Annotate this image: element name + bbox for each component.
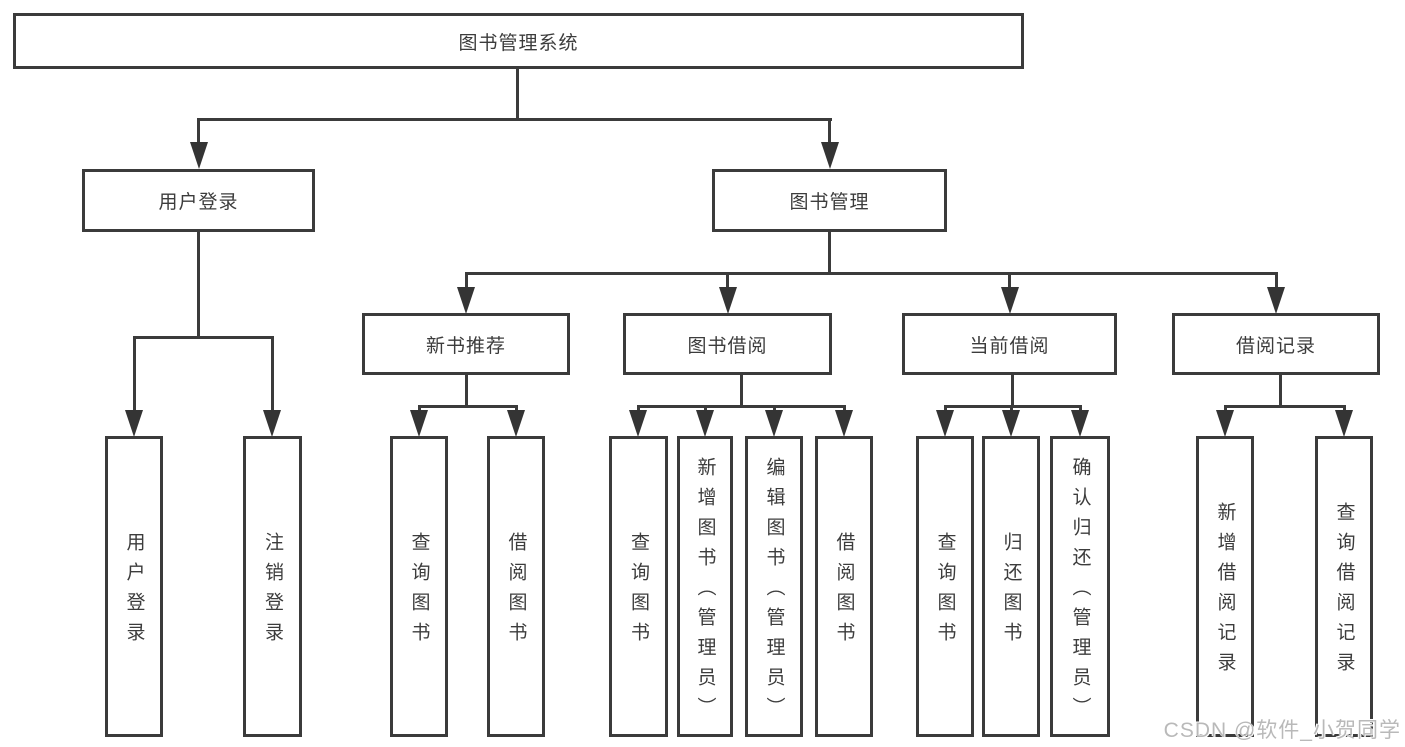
leaf-logout-label: 注销登录	[262, 532, 283, 652]
node-current-borrow-label: 当前借阅	[969, 335, 1050, 357]
connector-new-book-recommend-rail	[418, 405, 517, 408]
connector-borrow-records-rail	[1224, 405, 1346, 408]
arrowhead-leaf-11	[1071, 410, 1089, 437]
leaf-borrow-books-2-label: 借阅图书	[833, 532, 855, 652]
leaf-add-borrow-record: 新增借阅记录	[1196, 436, 1254, 737]
node-user-login: 用户登录	[82, 169, 315, 232]
leaf-borrow-books-1: 借阅图书	[487, 436, 545, 737]
leaf-confirm-return-admin: 确认归还（管理员）	[1050, 436, 1110, 737]
arrowhead-leaf-7	[765, 410, 783, 437]
leaf-borrow-books-2: 借阅图书	[815, 436, 873, 737]
connector-borrow-records-stem	[1279, 375, 1282, 407]
connector-book-borrow-rail	[637, 405, 846, 408]
connector-to-current-borrow	[1008, 272, 1011, 288]
connector-to-book-management	[828, 118, 831, 144]
leaf-return-books-label: 归还图书	[1000, 532, 1022, 652]
connector-to-new-book-recommend	[465, 272, 468, 288]
arrowhead-borrow-records	[1267, 287, 1285, 314]
arrowhead-leaf-user-login	[125, 410, 143, 437]
connector-to-user-login	[197, 118, 200, 144]
arrowhead-new-book-recommend	[457, 287, 475, 314]
connector-book-management-stem	[828, 232, 831, 275]
arrowhead-leaf-5	[629, 410, 647, 437]
connector-to-leaf-4	[515, 405, 518, 412]
connector-to-leaf-6	[704, 405, 707, 412]
arrowhead-current-borrow	[1001, 287, 1019, 314]
leaf-query-books-3: 查询图书	[916, 436, 974, 737]
leaf-add-borrow-record-label: 新增借阅记录	[1214, 502, 1236, 682]
leaf-edit-books-admin-label: 编辑图书（管理员）	[763, 457, 785, 727]
arrowhead-leaf-3	[410, 410, 428, 437]
node-borrow-records: 借阅记录	[1172, 313, 1380, 375]
leaf-add-books-admin: 新增图书（管理员）	[677, 436, 733, 737]
leaf-query-books-2: 查询图书	[609, 436, 668, 737]
node-book-borrow-label: 图书借阅	[687, 335, 768, 357]
arrowhead-leaf-6	[696, 410, 714, 437]
leaf-query-books-3-label: 查询图书	[934, 532, 956, 652]
connector-to-leaf-13	[1343, 405, 1346, 412]
leaf-query-borrow-record-label: 查询借阅记录	[1333, 502, 1355, 682]
node-book-borrow: 图书借阅	[623, 313, 832, 375]
leaf-edit-books-admin: 编辑图书（管理员）	[745, 436, 803, 737]
leaf-return-books: 归还图书	[982, 436, 1040, 737]
arrowhead-leaf-logout	[263, 410, 281, 437]
connector-root-stem	[516, 69, 519, 120]
leaf-add-books-admin-label: 新增图书（管理员）	[694, 457, 716, 727]
node-book-management-label: 图书管理	[789, 192, 870, 213]
leaf-query-books-1-label: 查询图书	[408, 532, 430, 652]
node-root: 图书管理系统	[13, 13, 1024, 69]
arrowhead-leaf-12	[1216, 410, 1234, 437]
leaf-borrow-books-1-label: 借阅图书	[505, 532, 527, 652]
connector-to-leaf-12	[1224, 405, 1227, 412]
connector-to-leaf-10	[1010, 405, 1013, 412]
connector-to-leaf-8	[843, 405, 846, 412]
connector-to-leaf-9	[944, 405, 947, 412]
connector-to-book-borrow	[726, 272, 729, 288]
node-root-label: 图书管理系统	[458, 32, 579, 54]
leaf-query-books-2-label: 查询图书	[628, 532, 649, 652]
connector-to-leaf-11	[1079, 405, 1082, 412]
connector-user-login-rail	[133, 336, 274, 339]
arrowhead-leaf-8	[835, 410, 853, 437]
connector-level3-rail	[465, 272, 1278, 275]
arrowhead-user-login	[190, 142, 208, 169]
connector-to-leaf-7	[773, 405, 776, 412]
connector-new-book-recommend-stem	[465, 375, 468, 407]
arrowhead-book-borrow	[719, 287, 737, 314]
leaf-query-borrow-record: 查询借阅记录	[1315, 436, 1373, 737]
connector-to-borrow-records	[1275, 272, 1278, 288]
node-new-book-recommend-label: 新书推荐	[425, 335, 506, 357]
arrowhead-book-management	[821, 142, 839, 169]
connector-book-borrow-stem	[740, 375, 743, 407]
node-new-book-recommend: 新书推荐	[362, 313, 570, 375]
connector-current-borrow-stem	[1011, 375, 1014, 407]
arrowhead-leaf-9	[936, 410, 954, 437]
connector-to-leaf-logout	[271, 336, 274, 412]
node-book-management: 图书管理	[712, 169, 947, 232]
node-current-borrow: 当前借阅	[902, 313, 1117, 375]
connector-level2-rail	[197, 118, 832, 121]
node-user-login-label: 用户登录	[158, 192, 239, 213]
leaf-logout: 注销登录	[243, 436, 302, 737]
leaf-query-books-1: 查询图书	[390, 436, 448, 737]
arrowhead-leaf-10	[1002, 410, 1020, 437]
connector-user-login-stem	[197, 232, 200, 339]
leaf-user-login: 用户登录	[105, 436, 163, 737]
arrowhead-leaf-4	[507, 410, 525, 437]
arrowhead-leaf-13	[1335, 410, 1353, 437]
leaf-user-login-label: 用户登录	[123, 532, 145, 652]
leaf-confirm-return-admin-label: 确认归还（管理员）	[1069, 457, 1091, 727]
connector-to-leaf-user-login	[133, 336, 136, 412]
connector-to-leaf-5	[637, 405, 640, 412]
csdn-watermark: CSDN @软件_小贺同学	[1163, 719, 1401, 742]
connector-to-leaf-3	[418, 405, 421, 412]
node-borrow-records-label: 借阅记录	[1235, 335, 1316, 357]
